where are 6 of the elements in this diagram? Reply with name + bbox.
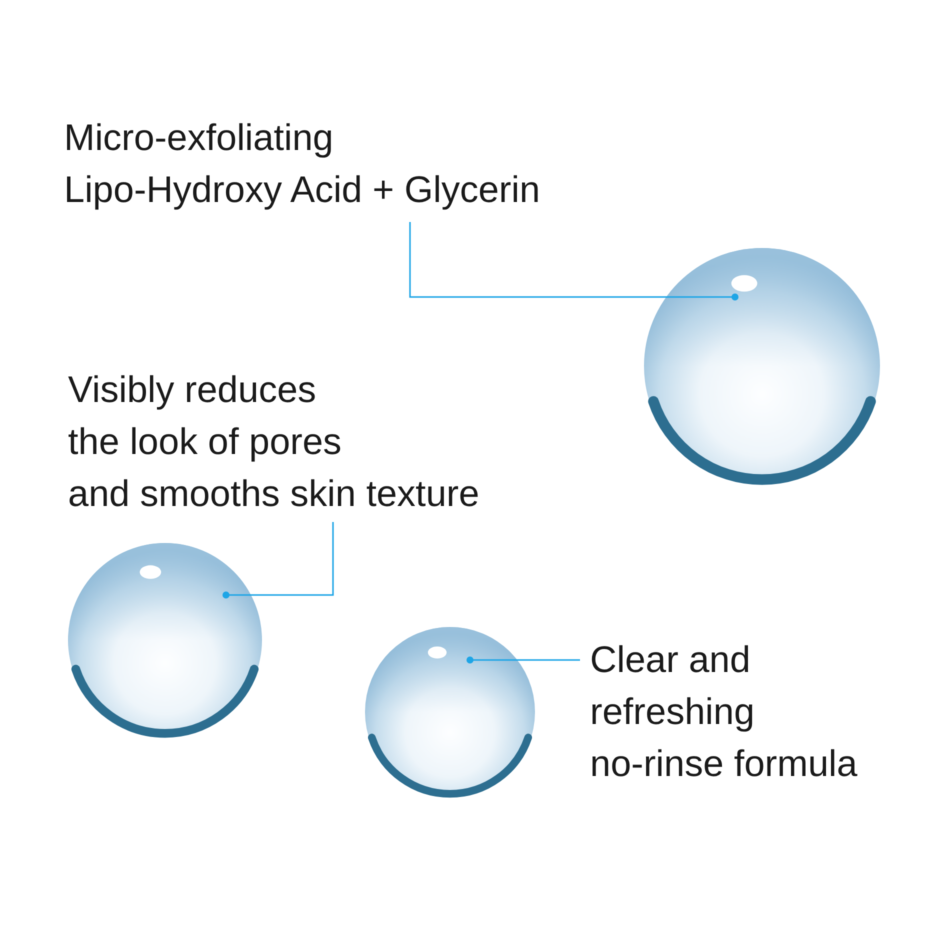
callout-text: Micro-exfoliating Lipo-Hydroxy Acid + Glycerin: [64, 112, 540, 216]
leader-line: [409, 222, 738, 300]
leader-line: [222, 522, 334, 598]
leader-line: [466, 656, 580, 664]
callout-text: Visibly reduces the look of pores and smooths skin texture: [68, 364, 480, 520]
callout-text: Clear and refreshing no-rinse formula: [590, 634, 858, 790]
